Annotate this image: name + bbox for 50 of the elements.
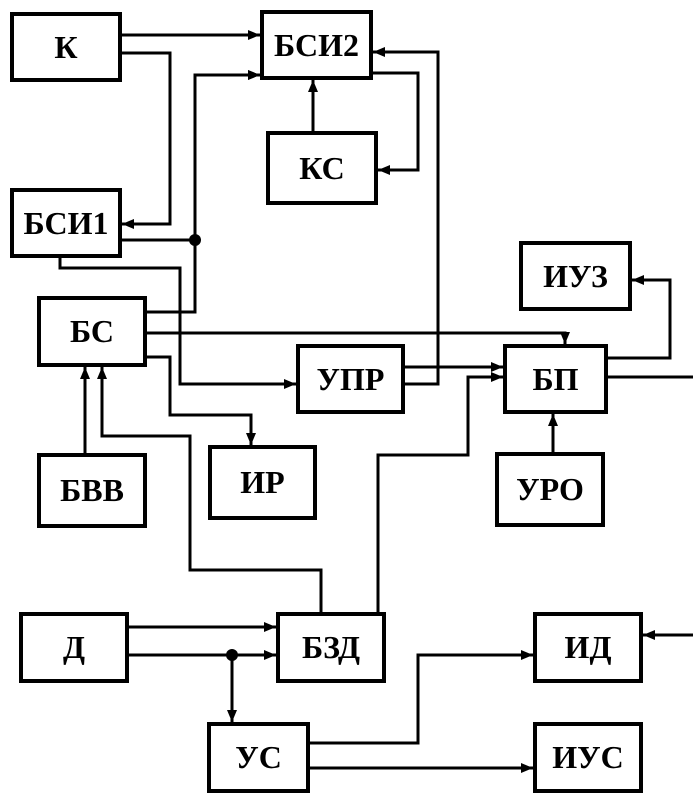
block-label: ИУЗ (543, 258, 608, 294)
arrow (310, 650, 533, 744)
arrow (608, 275, 672, 360)
block-label: ИУС (552, 739, 624, 776)
arrow (147, 356, 256, 445)
block-box (37, 453, 147, 528)
block-box (10, 12, 122, 82)
block-label: БП (532, 360, 579, 398)
block-box (207, 722, 310, 793)
block-box (533, 722, 643, 793)
arrow (122, 30, 260, 40)
block-label: К (54, 28, 78, 66)
block-box (495, 452, 605, 527)
block-label: КС (299, 150, 345, 186)
block-label: УПР (316, 360, 384, 398)
arrow (405, 362, 503, 372)
block-label: БС (70, 313, 114, 350)
arrow (97, 367, 322, 612)
block-box (208, 445, 317, 520)
arrow (376, 372, 503, 612)
block-label: ИР (240, 464, 285, 501)
block-label: Д (62, 629, 85, 666)
block-label: БСИ2 (274, 26, 359, 64)
block-box (276, 612, 386, 683)
arrow (129, 622, 276, 632)
block-box (266, 131, 378, 205)
arrow (80, 367, 90, 453)
block-label: БСИ1 (24, 204, 108, 242)
block-box (503, 344, 608, 414)
block-label: УРО (516, 471, 584, 508)
block-box (296, 344, 405, 414)
block-box (519, 241, 632, 311)
block-label: БЗД (302, 629, 360, 666)
arrow (147, 332, 570, 344)
block-box (37, 296, 147, 367)
arrow (122, 52, 172, 229)
arrow (643, 630, 693, 640)
arrow (373, 47, 440, 386)
block-label: БВВ (60, 472, 124, 509)
arrow (310, 763, 533, 773)
block-label: ИД (564, 629, 612, 666)
block-box (19, 612, 129, 683)
block-box (533, 612, 643, 683)
arrow (373, 72, 420, 175)
arrow (548, 414, 558, 452)
block-box (260, 10, 373, 80)
block-box (10, 188, 122, 258)
arrow (58, 258, 296, 389)
arrow (308, 80, 318, 131)
block-label: УС (235, 739, 282, 776)
